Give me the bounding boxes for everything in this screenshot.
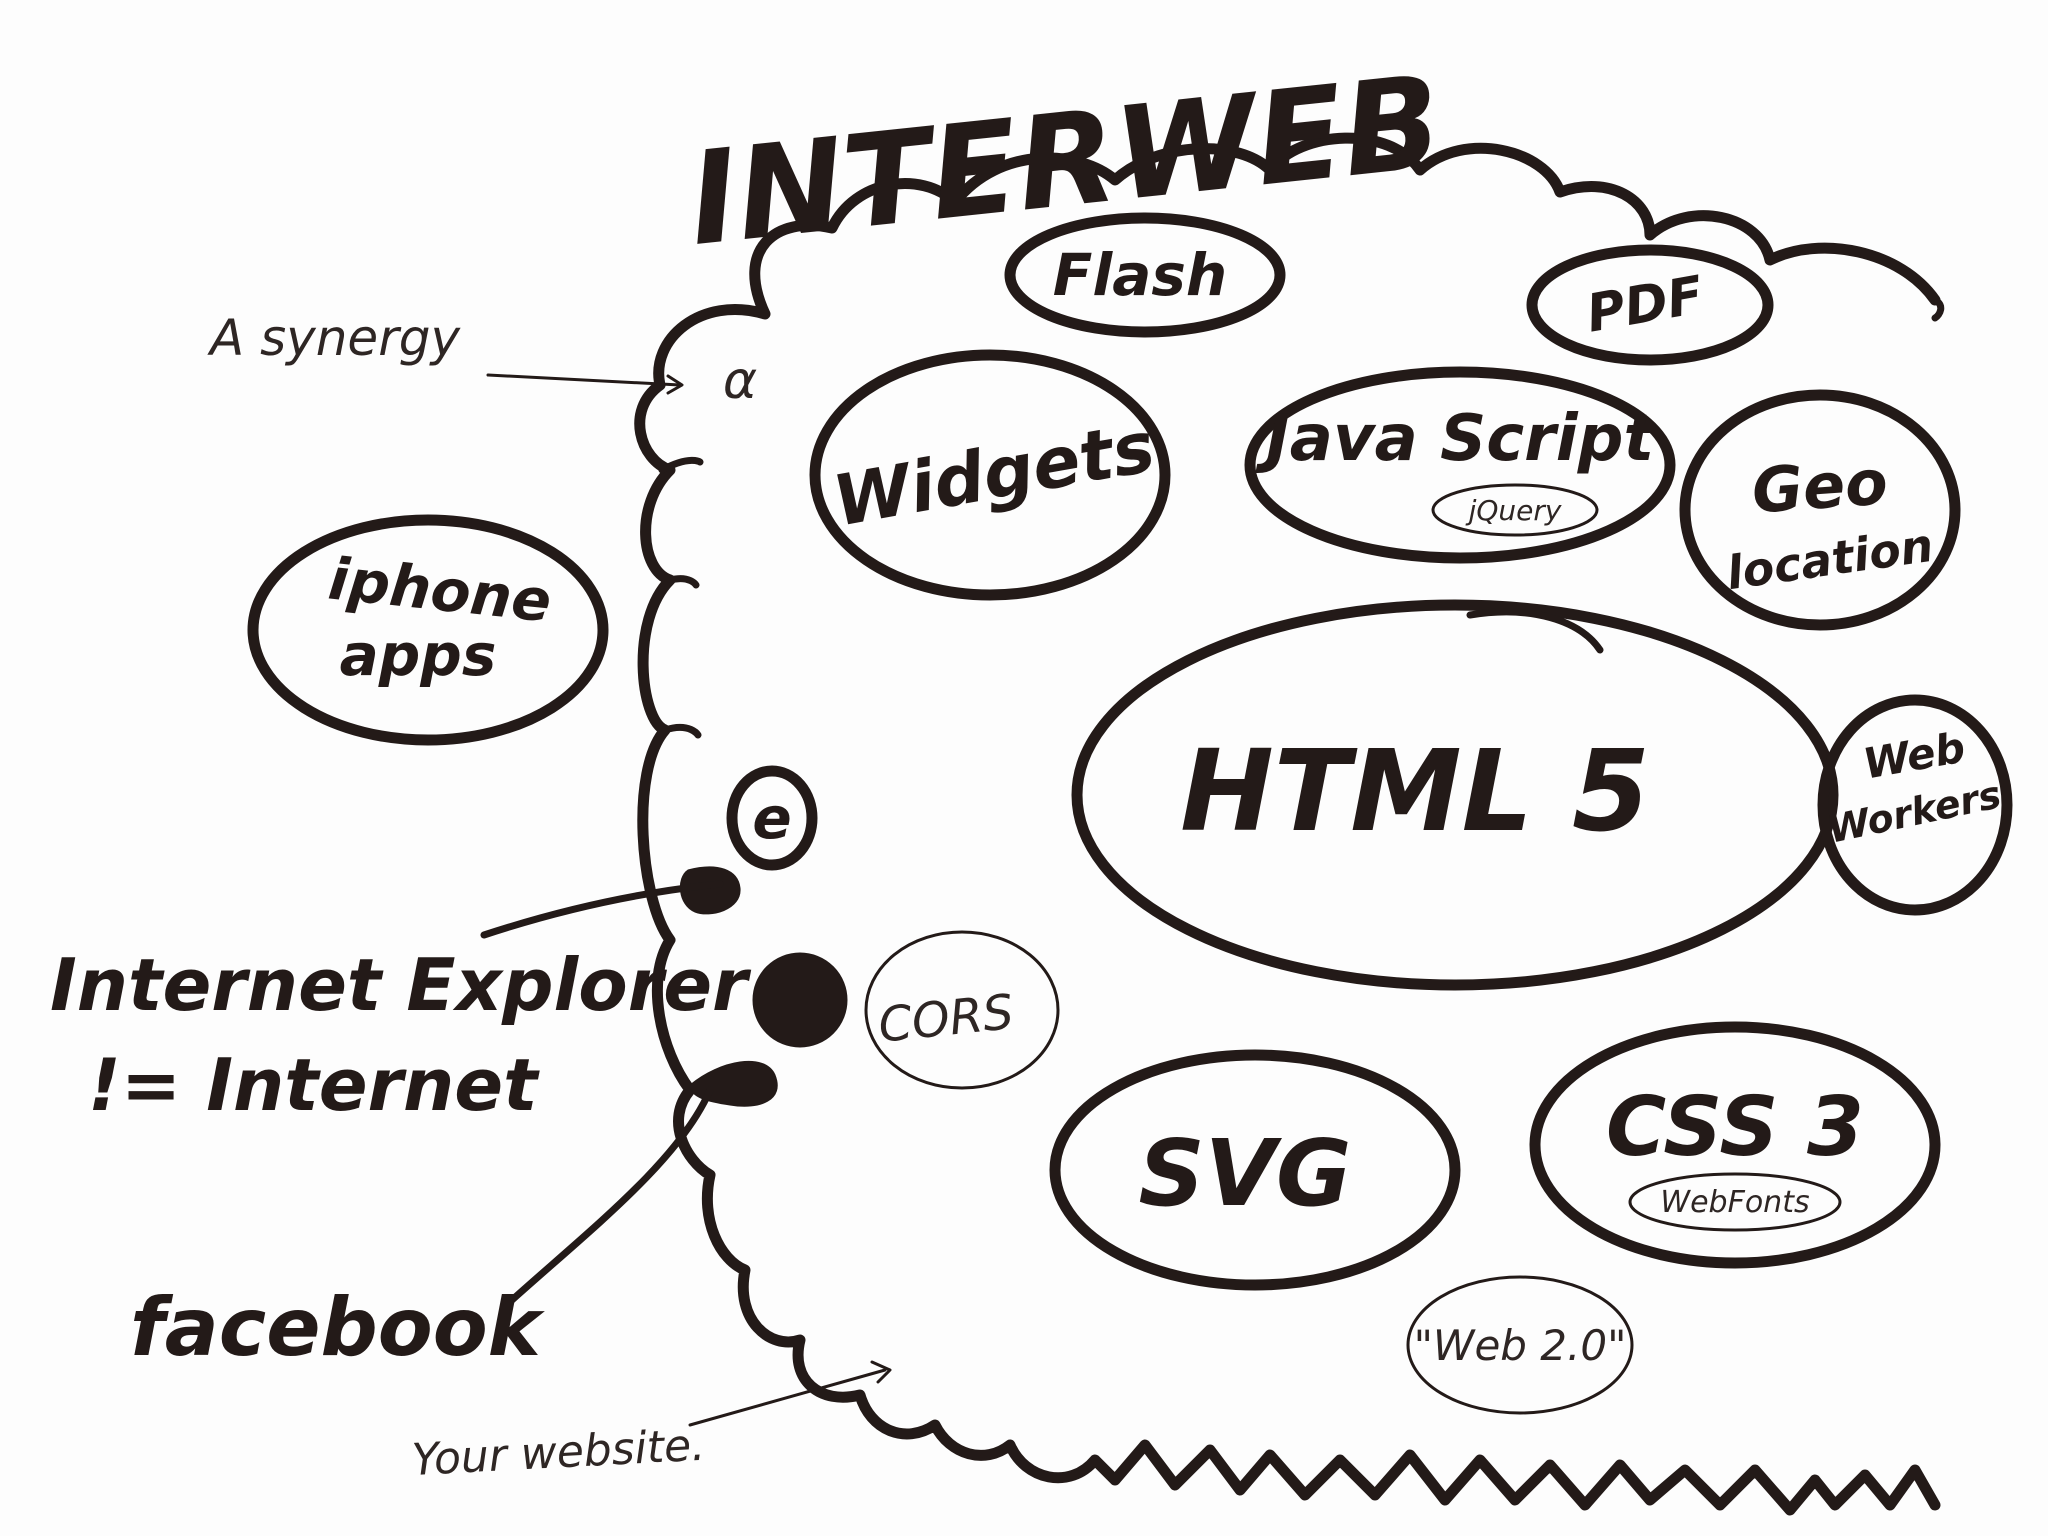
pdf-bubble (1526, 244, 1774, 366)
jquery-label: jQuery (1465, 494, 1562, 527)
web20-bubble (1406, 1275, 1634, 1415)
cloud-scallop-detail (658, 296, 1945, 739)
ie-face-mouth (679, 866, 741, 915)
svg-bubble (1049, 1049, 1461, 1291)
synergy-symbol-icon: α (723, 351, 757, 411)
synergy-label: A synergy (207, 309, 461, 367)
svg-label: SVG (1139, 1120, 1352, 1227)
web-workers-bubble (1817, 694, 2013, 916)
ie-logo-circle (726, 765, 818, 871)
cloud-outline (634, 132, 1941, 1516)
facebook-arrow-line (508, 1086, 714, 1304)
facebook-label: facebook (130, 1281, 546, 1374)
ie-annotation-line1: Internet Explorer (50, 943, 752, 1027)
webfonts-bubble (1628, 1172, 1842, 1232)
ie-arrow-line (480, 880, 724, 939)
webfonts-label: WebFonts (1660, 1185, 1809, 1220)
synergy-arrowhead (666, 374, 684, 395)
flash-bubble (1004, 212, 1286, 338)
jquery-bubble (1431, 483, 1599, 537)
css3-label: CSS 3 (1606, 1080, 1864, 1175)
html5-bubble-overlap (1466, 608, 1604, 654)
flash-label: Flash (1053, 241, 1227, 309)
ie-icon: e (752, 784, 791, 852)
your-website-arrow-line (688, 1368, 887, 1427)
iphone-apps-bubble (247, 514, 609, 746)
your-website-arrowhead (870, 1360, 892, 1384)
geolocation-label-line1: Geo (1750, 445, 1890, 527)
iphone-apps-label-line2: apps (340, 621, 497, 689)
javascript-label: Java Script (1255, 402, 1657, 476)
ie-annotation-line2: != Internet (88, 1043, 540, 1127)
html5-bubble (1071, 599, 1839, 991)
web20-label: "Web 2.0" (1414, 1321, 1627, 1370)
cors-bubble (864, 930, 1060, 1090)
synergy-arrow-line (486, 373, 682, 387)
face-eye (752, 952, 848, 1048)
html5-label: HTML 5 (1180, 727, 1650, 857)
widgets-bubble (809, 349, 1171, 601)
geolocation-bubble (1679, 389, 1961, 631)
javascript-bubble (1244, 366, 1676, 564)
css3-bubble (1529, 1021, 1941, 1269)
